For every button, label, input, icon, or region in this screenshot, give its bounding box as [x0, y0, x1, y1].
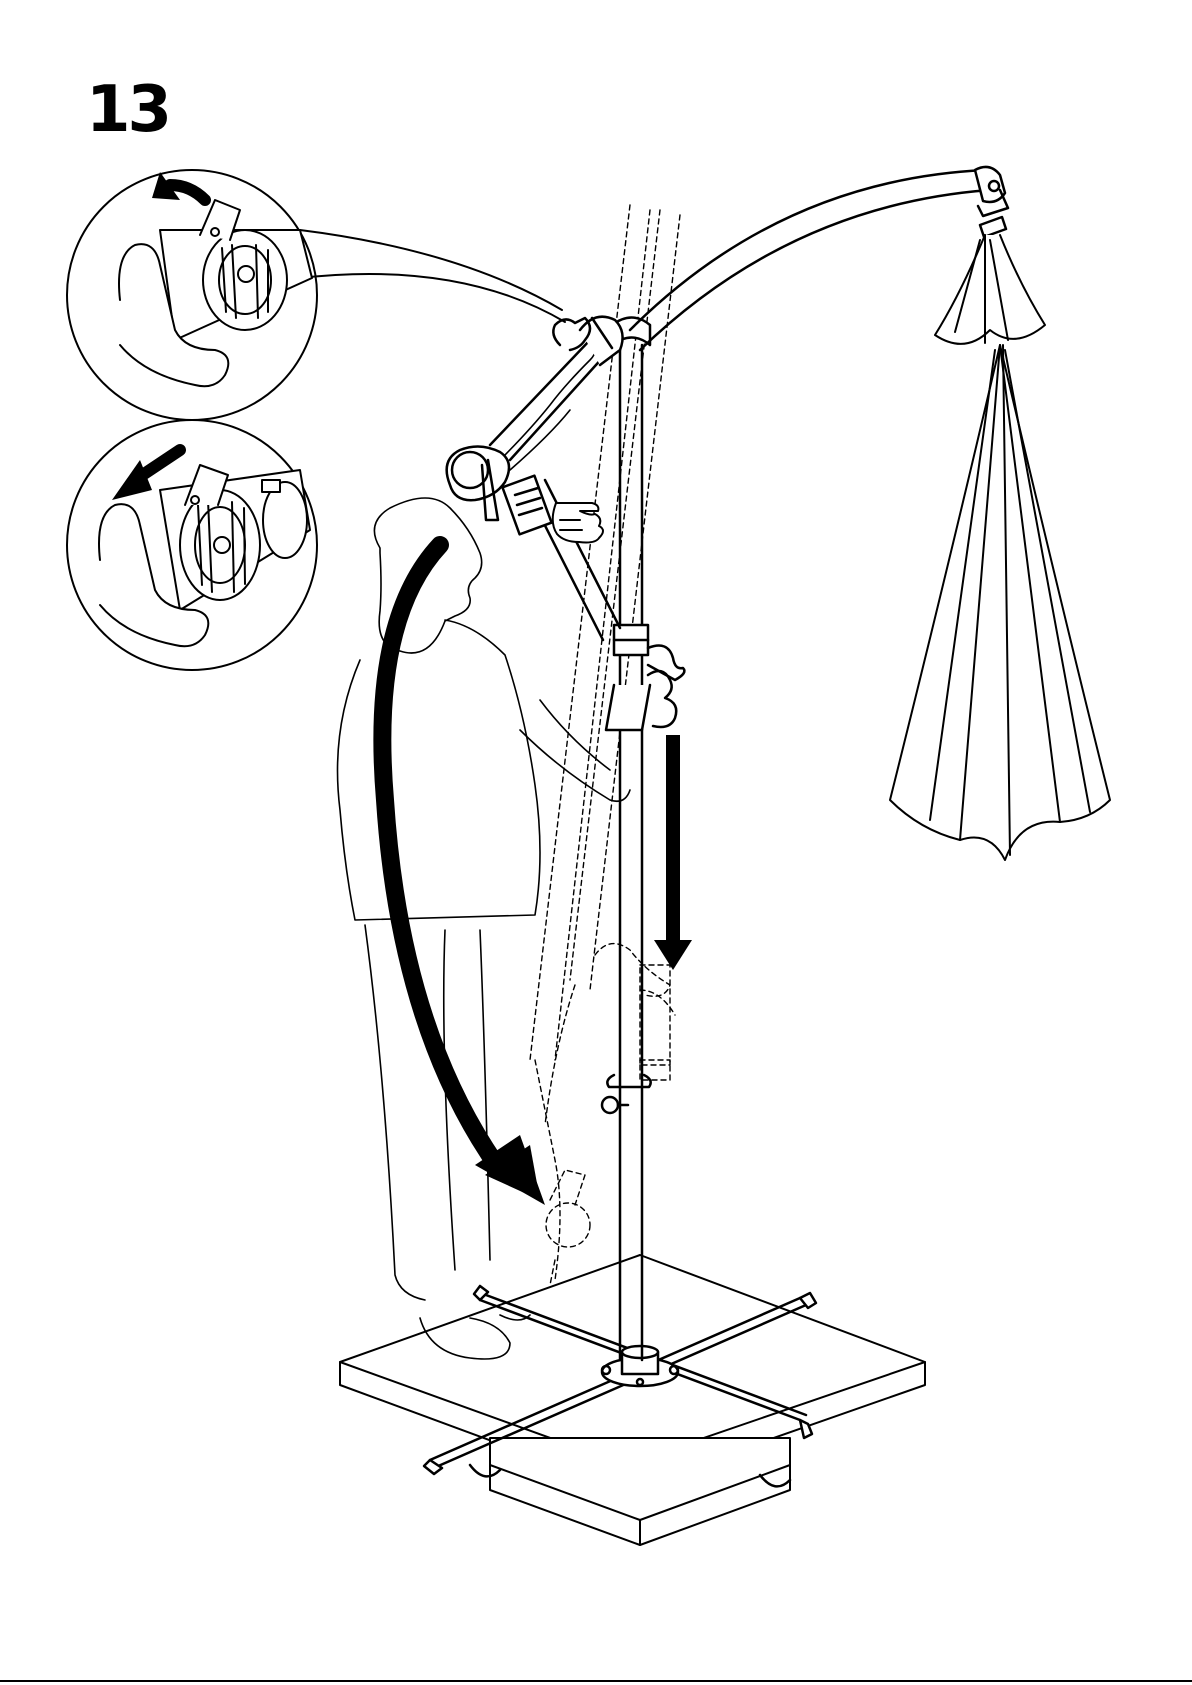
umbrella-pole: [602, 318, 676, 1361]
curved-arrow-icon: [382, 545, 545, 1205]
pointing-hand-icon: [553, 503, 603, 543]
lever-release-inset: [67, 170, 565, 420]
ghost-arm-position: [530, 205, 680, 1285]
folded-canopy: [890, 235, 1110, 860]
footer-rule: [0, 1680, 1192, 1682]
lever-lock-inset: [67, 420, 317, 670]
down-arrow-icon: [654, 735, 692, 970]
base-weight-plates: [340, 1255, 925, 1545]
